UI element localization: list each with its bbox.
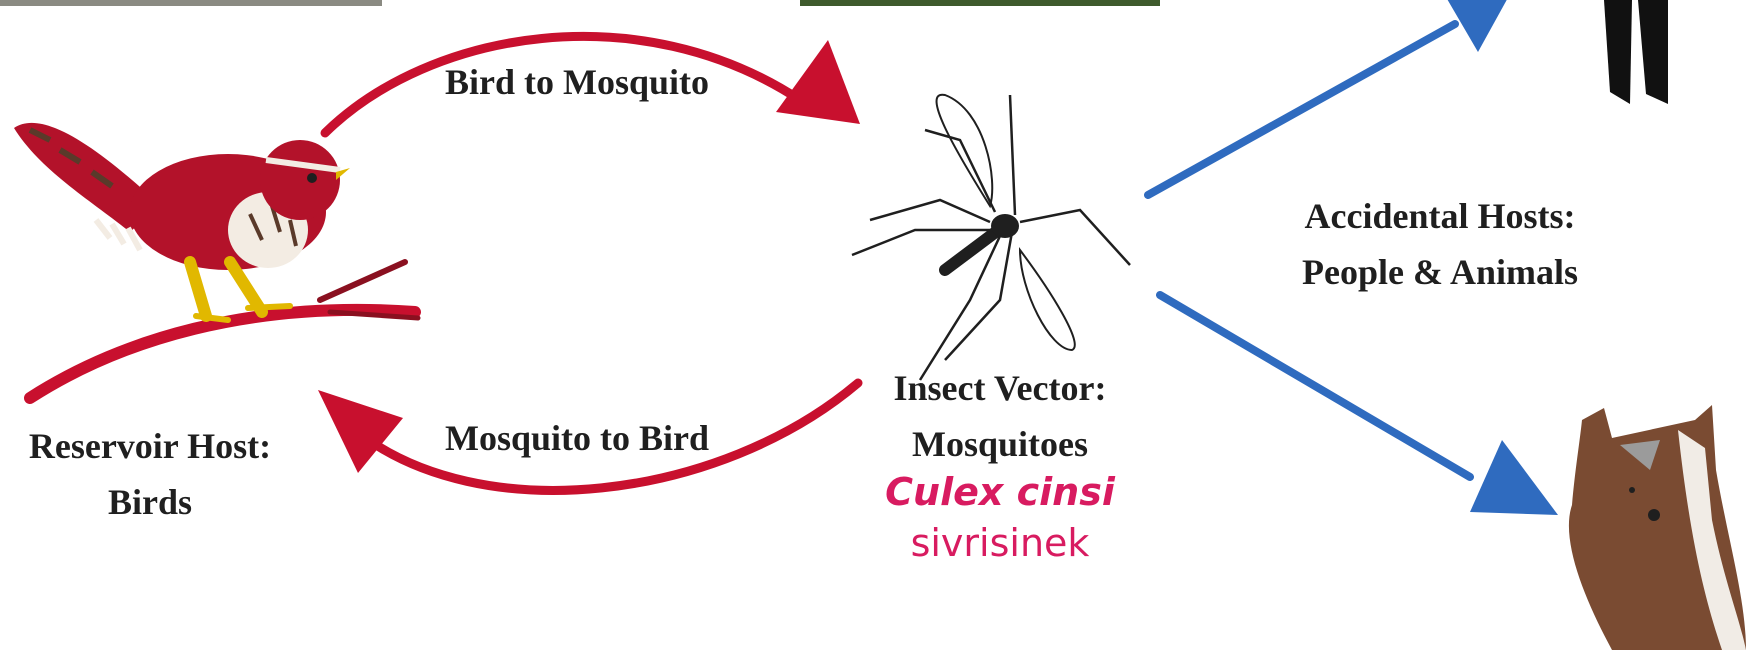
edge-label-bird-to-mosquito: Bird to Mosquito bbox=[445, 54, 709, 110]
accidental-hosts-line2: People & Animals bbox=[1270, 244, 1610, 300]
accidental-hosts-line1: Accidental Hosts: bbox=[1270, 188, 1610, 244]
top-photo-center bbox=[800, 0, 1160, 6]
bird-icon bbox=[14, 123, 418, 398]
arrow-to-human bbox=[1148, 0, 1510, 195]
horse-icon bbox=[1569, 405, 1746, 650]
accidental-hosts-label: Accidental Hosts: People & Animals bbox=[1270, 188, 1610, 300]
vector-species-name: Culex cinsi bbox=[865, 470, 1135, 514]
insect-vector-line2: Mosquitoes bbox=[865, 416, 1135, 472]
reservoir-host-line1: Reservoir Host: bbox=[0, 418, 300, 474]
insect-vector-label: Insect Vector: Mosquitoes bbox=[865, 360, 1135, 472]
reservoir-host-line2: Birds bbox=[0, 474, 300, 530]
top-photo-left bbox=[0, 0, 382, 6]
arrow-to-horse bbox=[1160, 295, 1558, 515]
human-legs-icon bbox=[1604, 0, 1668, 104]
edge-label-mosquito-to-bird: Mosquito to Bird bbox=[445, 410, 709, 466]
vector-common-name: sivrisinek bbox=[865, 521, 1135, 565]
mosquito-icon bbox=[852, 95, 1130, 380]
reservoir-host-label: Reservoir Host: Birds bbox=[0, 418, 300, 530]
insect-vector-line1: Insect Vector: bbox=[865, 360, 1135, 416]
